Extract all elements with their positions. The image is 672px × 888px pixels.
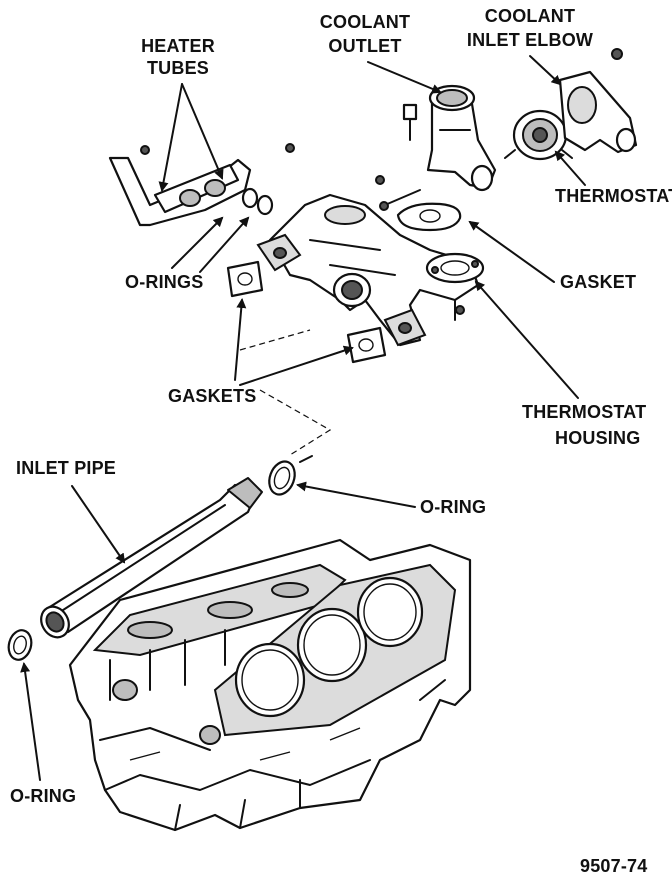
svg-text:O-RING: O-RING	[10, 786, 76, 806]
cylinder-bore-2	[296, 607, 368, 683]
svg-text:HEATER: HEATER	[141, 36, 215, 56]
svg-text:GASKET: GASKET	[560, 272, 636, 292]
thermostat-label: THERMOSTAT	[554, 150, 672, 206]
coolant-outlet-part	[426, 84, 497, 192]
svg-text:GASKETS: GASKETS	[168, 386, 256, 406]
svg-text:INLET ELBOW: INLET ELBOW	[467, 30, 593, 50]
o-ring-inlet-pipe	[268, 460, 296, 496]
svg-text:COOLANT: COOLANT	[485, 6, 575, 26]
svg-text:INLET PIPE: INLET PIPE	[16, 458, 116, 478]
thermostat-part	[504, 109, 573, 161]
svg-text:TUBES: TUBES	[147, 58, 209, 78]
svg-text:OUTLET: OUTLET	[328, 36, 401, 56]
svg-text:O-RINGS: O-RINGS	[125, 272, 203, 292]
coolant-outlet-label: COOLANT OUTLET	[320, 12, 442, 94]
cylinder-bore-3	[356, 576, 424, 648]
heater-tubes	[108, 143, 295, 227]
svg-text:THERMOSTAT: THERMOSTAT	[522, 402, 646, 422]
inlet-pipe-label: INLET PIPE	[16, 458, 126, 564]
manifold-gasket-left	[226, 260, 264, 298]
manifold-gasket-right	[346, 326, 387, 364]
svg-text:HOUSING: HOUSING	[555, 428, 640, 448]
thermostat-housing-label: THERMOSTAT HOUSING	[474, 280, 646, 448]
water-crossover-manifold	[256, 193, 485, 347]
coolant-inlet-elbow-label: COOLANT INLET ELBOW	[467, 6, 593, 86]
o-ring-mid-label: O-RING	[296, 481, 486, 517]
bolts	[375, 48, 623, 315]
coolant-inlet-elbow-part	[558, 70, 638, 154]
svg-text:COOLANT: COOLANT	[320, 12, 410, 32]
figure-number: 9507-74	[580, 856, 647, 876]
gaskets-label: GASKETS	[168, 298, 354, 406]
thermostat-gasket	[396, 202, 462, 232]
o-ring-block	[7, 629, 33, 661]
o-ring-bottom-label: O-RING	[10, 662, 76, 806]
svg-text:O-RING: O-RING	[420, 497, 486, 517]
gasket-label: GASKET	[468, 220, 636, 292]
cylinder-bore-1	[234, 642, 306, 718]
o-rings-label: O-RINGS	[125, 216, 250, 292]
svg-text:THERMOSTAT: THERMOSTAT	[555, 186, 672, 206]
engine-block	[68, 538, 472, 832]
inlet-pipe	[40, 477, 263, 639]
thermostat-housing-part	[425, 252, 485, 284]
heater-tubes-label: HEATER TUBES	[141, 36, 224, 192]
